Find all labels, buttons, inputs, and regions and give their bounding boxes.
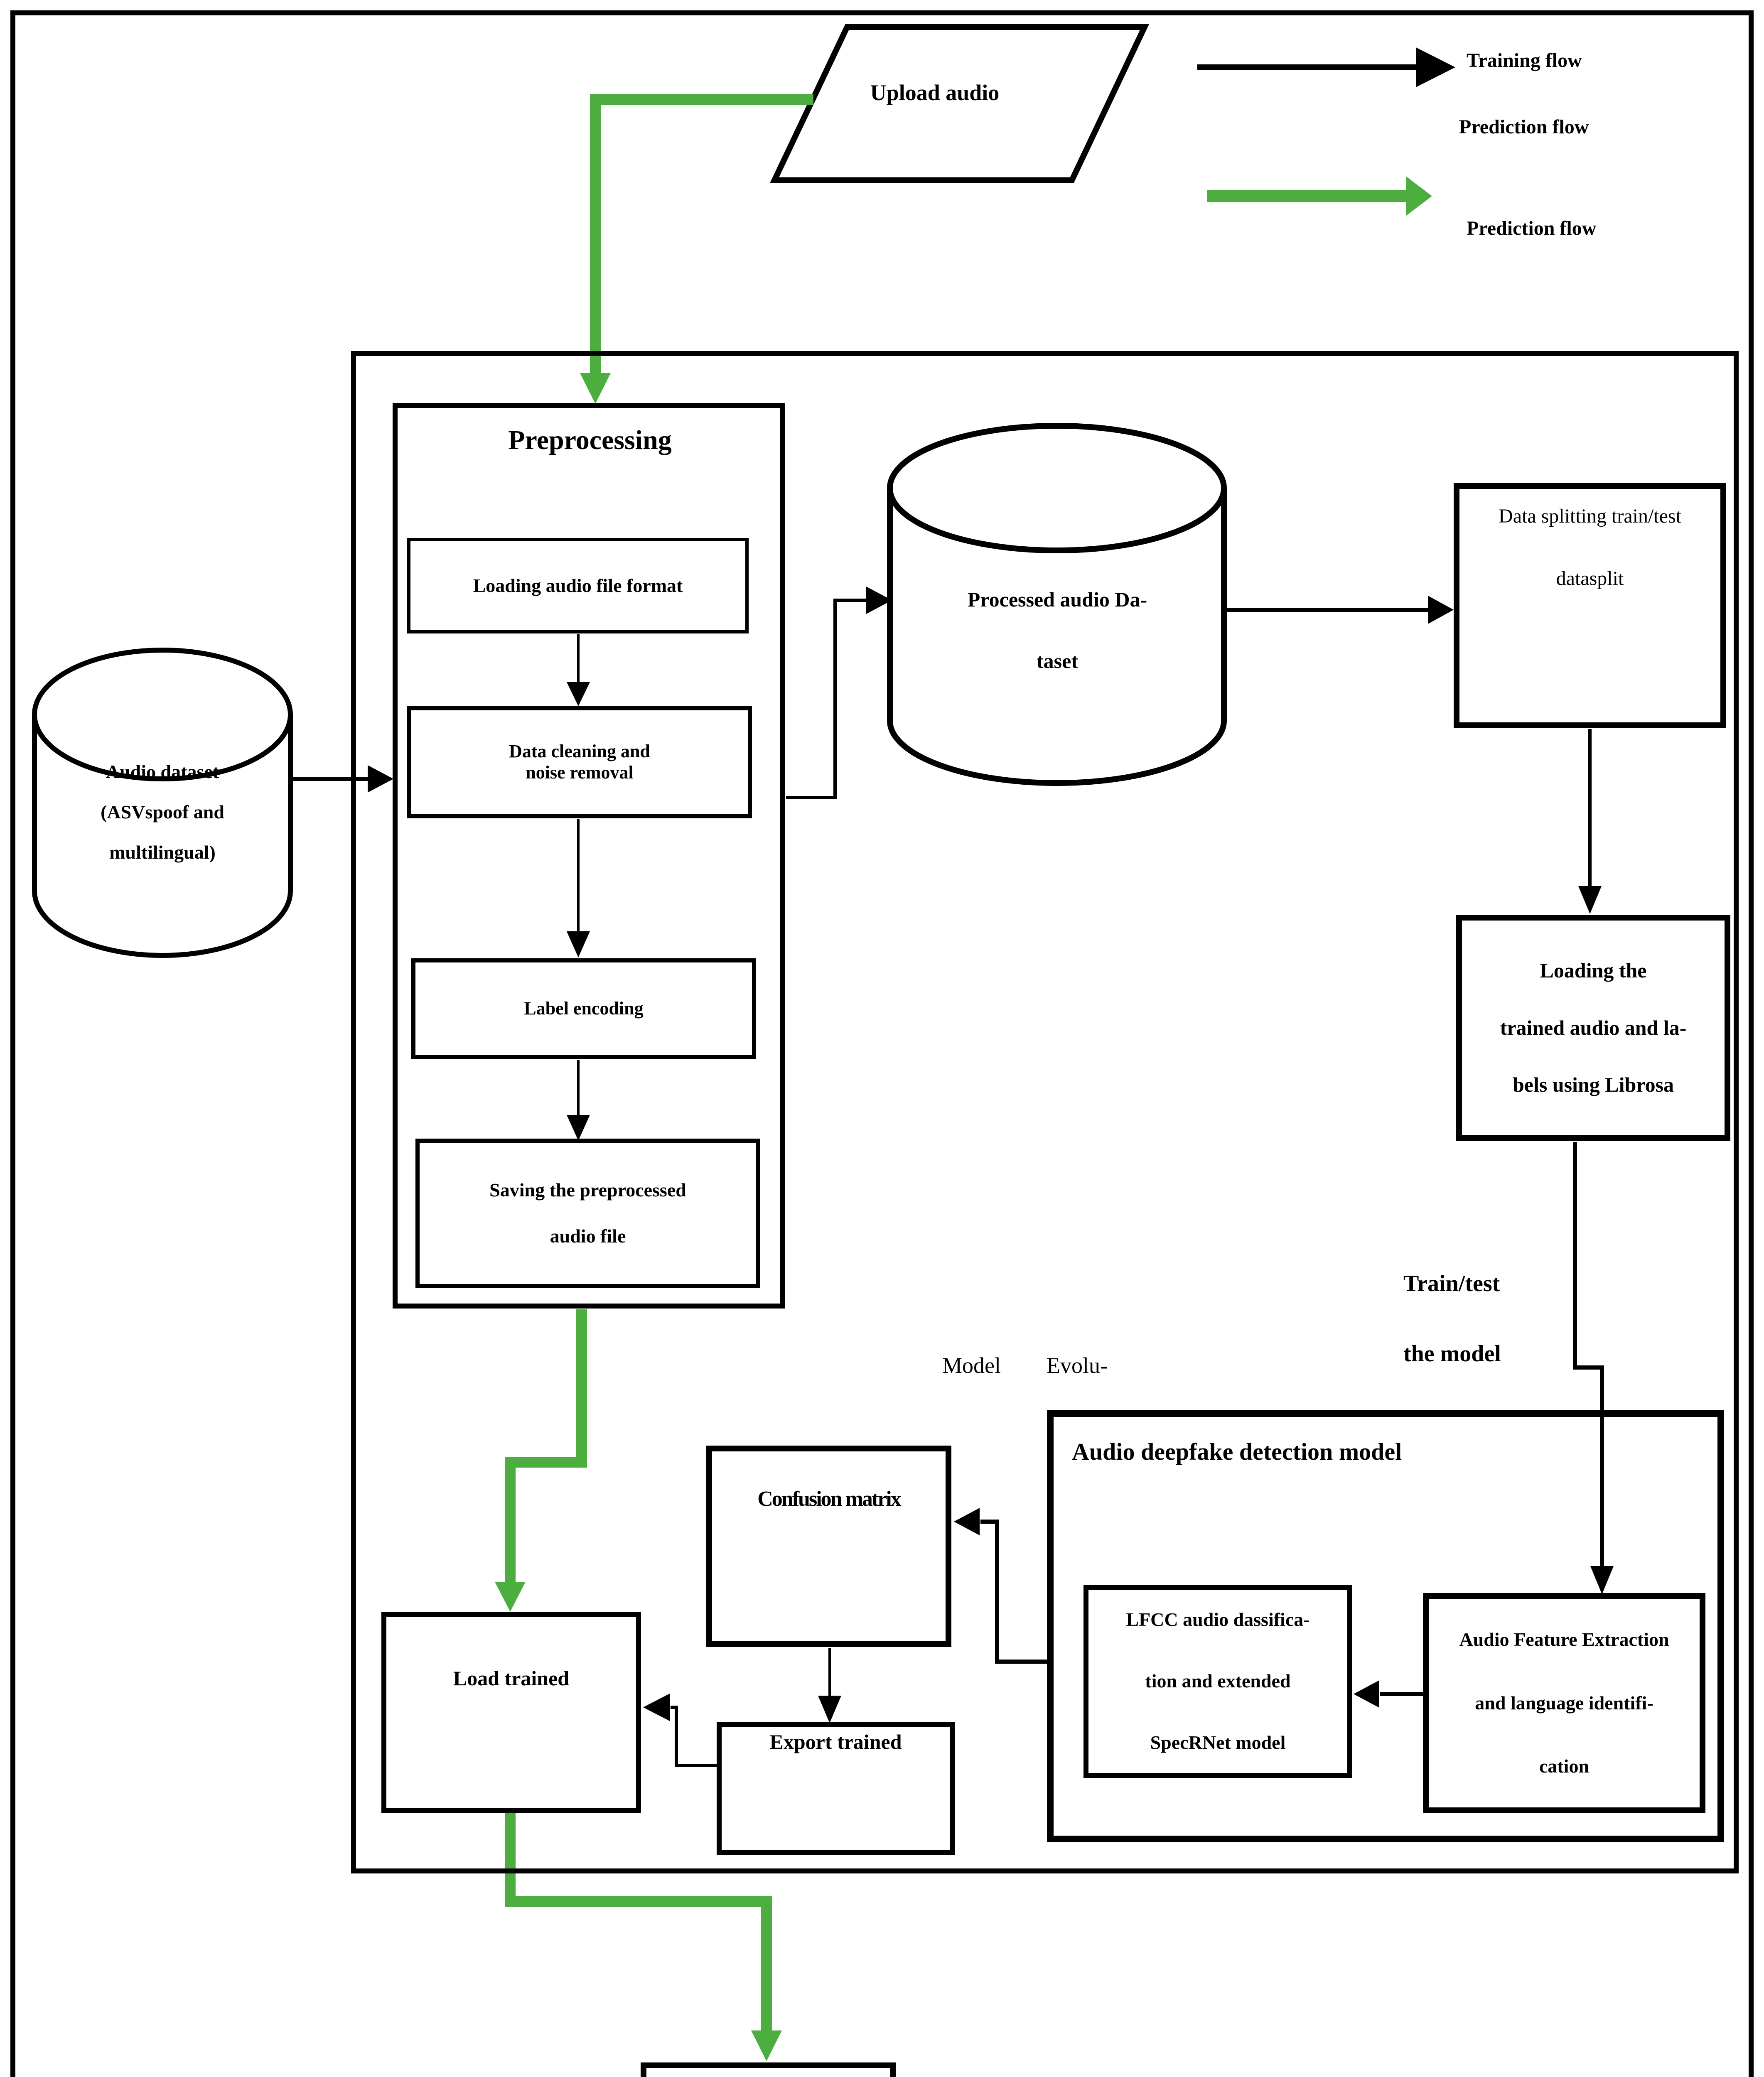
librosa-line1: Loading the — [1540, 959, 1647, 982]
preprocessing-container-box — [393, 403, 785, 1309]
training-flow-arrow — [1197, 47, 1455, 87]
audio-dataset-line3: multilingual) — [109, 841, 216, 863]
model-evaluation-label: Model Evolu- — [942, 1353, 1108, 1378]
lfcc-line2: tion and extended — [1145, 1670, 1291, 1692]
librosa-line3: bels using Librosa — [1512, 1073, 1674, 1097]
audio-dataset-label: Audio dataset (ASVspoof and multilingual… — [35, 761, 290, 864]
label-encoding-box: Label encoding — [411, 958, 756, 1059]
lfcc-line3: SpecRNet model — [1150, 1731, 1286, 1753]
data-cleaning-line2: noise removal — [526, 762, 634, 783]
page-border — [10, 10, 1754, 2077]
detection-model-container-box — [1047, 1410, 1724, 1842]
feature-extraction-line2: and language identifi- — [1475, 1692, 1653, 1714]
feature-extraction-line3: cation — [1539, 1755, 1590, 1777]
detection-model-title: Audio deepfake detection model — [1072, 1438, 1402, 1465]
arrow-splitting-to-librosa — [1578, 729, 1602, 914]
flow-preprocessing-to-load — [495, 1309, 587, 1612]
lfcc-line1: LFCC audio dassifica- — [1126, 1609, 1310, 1630]
data-cleaning-line1: Data cleaning and — [509, 741, 650, 762]
feature-extraction-line1: Audio Feature Extraction — [1459, 1628, 1669, 1650]
data-cleaning-box: Data cleaning and noise removal — [407, 706, 752, 818]
arrow-confusion-to-export — [818, 1648, 841, 1723]
saving-line1: Saving the preprocessed — [489, 1179, 686, 1201]
arrow-loading-to-cleaning — [567, 634, 590, 706]
saving-preprocessed-box: Saving the preprocessed audio file — [415, 1139, 760, 1288]
load-labels-librosa-box: Loading the trained audio and la- bels u… — [1456, 915, 1730, 1141]
feature-extraction-box: Audio Feature Extraction and language id… — [1423, 1593, 1705, 1813]
processed-dataset-line1: Processed audio Da- — [967, 588, 1147, 611]
loading-audio-box: Loading audio file format — [407, 538, 749, 633]
saving-line2: audio file — [550, 1225, 626, 1247]
arrow-preprocessing-to-processed — [786, 587, 892, 799]
legend-prediction-flow-label-bottom: Prediction flow — [1467, 217, 1597, 239]
audio-dataset-cylinder — [32, 648, 293, 958]
load-trained-label: Load trained — [453, 1667, 570, 1690]
arrow-librosa-to-feature-extraction — [1573, 1142, 1614, 1594]
model-evaluation-word1: Model — [942, 1353, 1001, 1378]
train-test-model-label: Train/test the model — [1403, 1270, 1501, 1367]
real-fake-box: REAL/FAKE — [641, 2062, 896, 2077]
model-evaluation-word2: Evolu- — [1047, 1353, 1108, 1378]
load-trained-box: Load trained — [381, 1612, 641, 1813]
arrow-cleaning-to-encoding — [567, 819, 590, 957]
confusion-matrix-label: Confusion matrix — [757, 1487, 901, 1511]
arrow-feature-extraction-to-lfcc — [1354, 1680, 1423, 1708]
export-trained-label: Export trained — [769, 1730, 902, 1753]
upload-audio-parallelogram — [769, 24, 1150, 183]
export-trained-box: Export trained — [717, 1722, 955, 1855]
data-splitting-box: Data splitting train/test datasplit — [1454, 483, 1726, 728]
arrow-model-to-confusion-matrix — [954, 1508, 1048, 1664]
flow-load-to-realfake — [505, 1813, 782, 2061]
audio-dataset-line2: (ASVspoof and — [101, 801, 224, 822]
processed-dataset-label: Processed audio Da- taset — [897, 588, 1217, 673]
train-test-line2: the model — [1403, 1341, 1501, 1367]
data-splitting-line1: Data splitting train/test — [1499, 505, 1681, 527]
preprocessing-title: Preprocessing — [508, 425, 672, 455]
pipeline-container-box — [351, 351, 1739, 1873]
audio-dataset-line1: Audio dataset — [106, 761, 219, 782]
flow-upload-to-preprocessing — [580, 94, 813, 404]
librosa-line2: trained audio and la- — [1500, 1016, 1687, 1039]
train-test-line1: Train/test — [1403, 1271, 1500, 1296]
legend-prediction-flow-label-top: Prediction flow — [1459, 116, 1589, 138]
arrow-export-to-load — [643, 1694, 717, 1767]
prediction-flow-arrow — [1207, 177, 1432, 216]
confusion-matrix-box: Confusion matrix — [706, 1446, 951, 1647]
arrow-processed-to-splitting — [1226, 596, 1454, 624]
lfcc-specrnet-box: LFCC audio dassifica- tion and extended … — [1083, 1585, 1352, 1778]
arrow-encoding-to-saving — [567, 1060, 590, 1141]
label-encoding-label: Label encoding — [524, 998, 644, 1019]
arrow-dataset-to-preprocessing — [291, 765, 393, 793]
data-splitting-line2: datasplit — [1556, 567, 1624, 590]
upload-audio-label: Upload audio — [870, 80, 1000, 105]
legend-training-flow-label: Training flow — [1467, 49, 1582, 71]
processed-dataset-cylinder — [887, 423, 1227, 786]
loading-audio-label: Loading audio file format — [473, 574, 683, 596]
processed-dataset-line2: taset — [1037, 649, 1078, 673]
